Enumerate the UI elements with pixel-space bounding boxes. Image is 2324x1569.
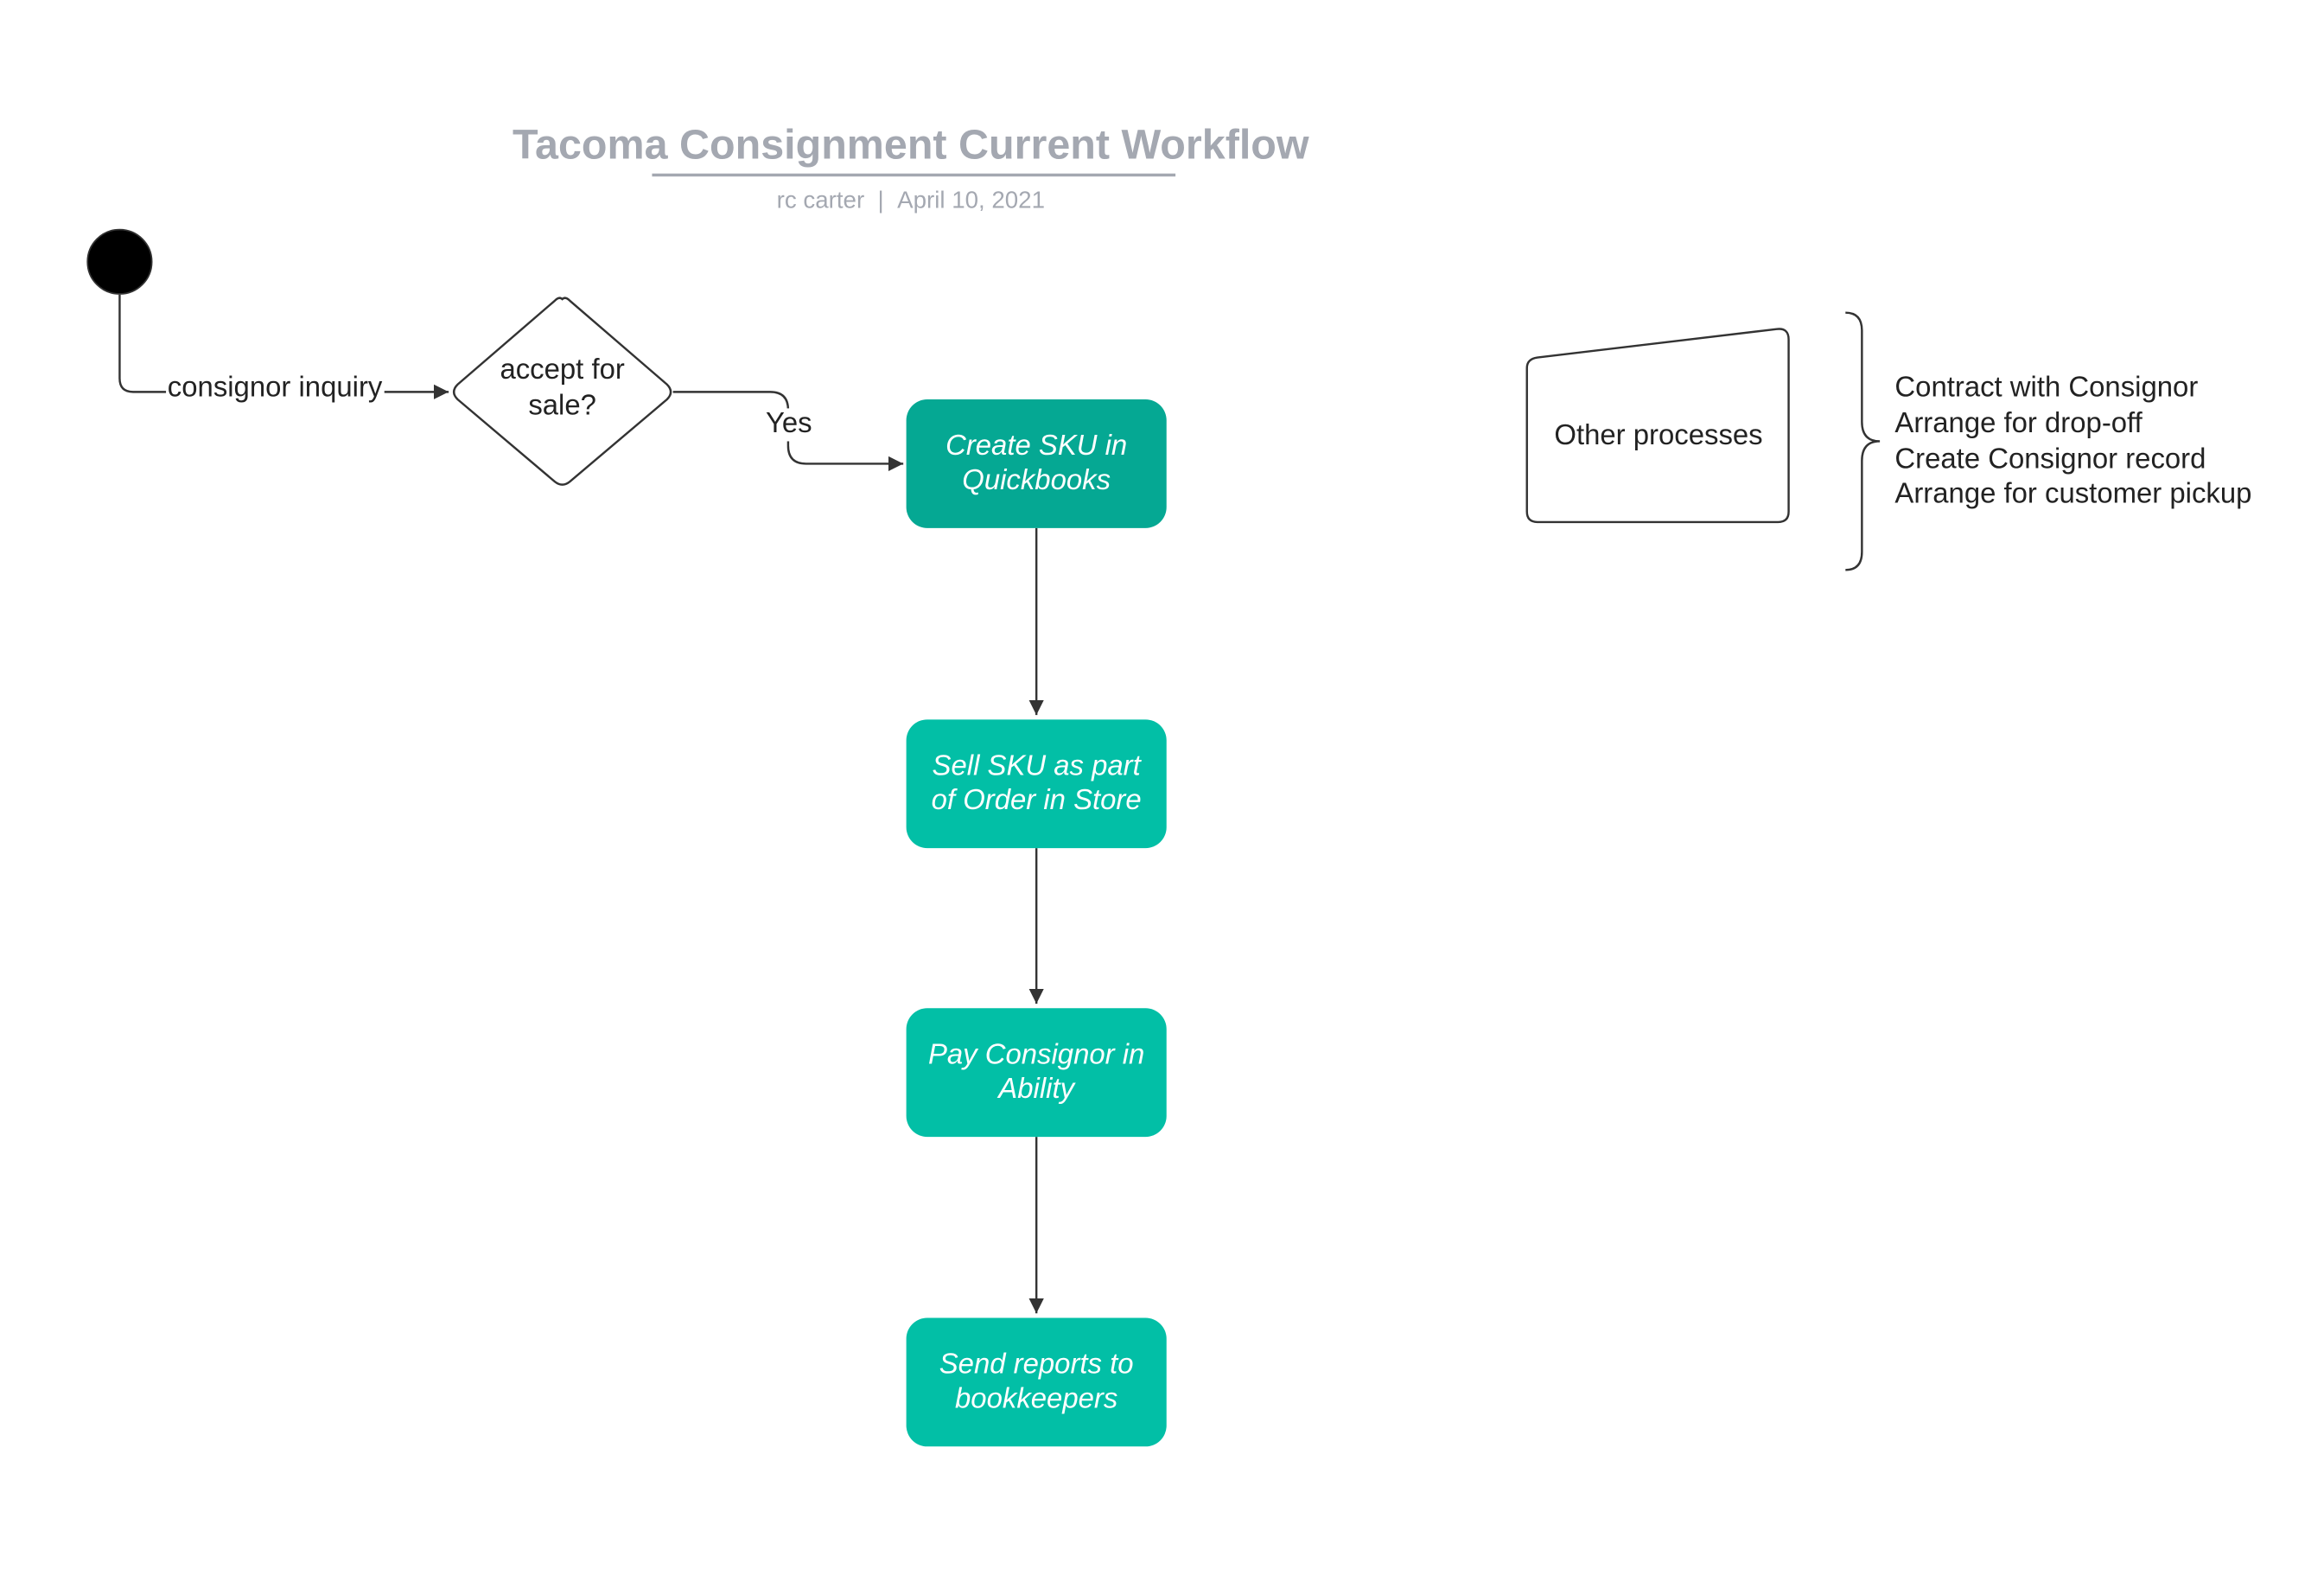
diagram-subtitle: rc carter | April 10, 2021: [598, 187, 1223, 217]
other-process-item: Create Consignor record: [1894, 443, 2206, 475]
other-process-item: Arrange for drop-off: [1894, 408, 2143, 440]
other-process-item: Arrange for customer pickup: [1894, 479, 2252, 511]
author-name: rc carter: [776, 188, 865, 214]
title-underline: [652, 173, 1176, 177]
other-processes-list: Contract with Consignor Arrange for drop…: [1894, 371, 2251, 513]
diagram-date: April 10, 2021: [897, 188, 1045, 214]
step-send-reports: Send reports to bookkeepers: [906, 1317, 1167, 1447]
step-label: Sell SKU as part of Order in Store: [931, 749, 1142, 817]
step-pay-consignor: Pay Consignor in Ability: [906, 1008, 1167, 1138]
curly-brace: [1845, 311, 1881, 571]
start-node: [86, 228, 153, 295]
inquiry-connector: [118, 294, 449, 400]
diagram-title: Tacoma Consignment Current Workflow: [513, 121, 1309, 168]
inquiry-edge-label: consignor inquiry: [166, 372, 385, 405]
other-processes-label: Other processes: [1554, 420, 1763, 452]
decision-diamond: [452, 297, 672, 486]
subtitle-separator: |: [877, 188, 884, 214]
other-processes-shape: [1525, 328, 1790, 524]
step-label: Pay Consignor in Ability: [927, 1038, 1145, 1106]
step-create-sku: Create SKU in Quickbooks: [906, 399, 1167, 528]
yes-edge-label: Yes: [764, 408, 814, 442]
step-label: Create SKU in Quickbooks: [946, 430, 1128, 497]
other-process-item: Contract with Consignor: [1894, 372, 2199, 405]
step-label: Send reports to bookkeepers: [939, 1348, 1134, 1415]
decision-label: accept for sale?: [500, 354, 625, 422]
step-sell-sku: Sell SKU as part of Order in Store: [906, 719, 1167, 849]
